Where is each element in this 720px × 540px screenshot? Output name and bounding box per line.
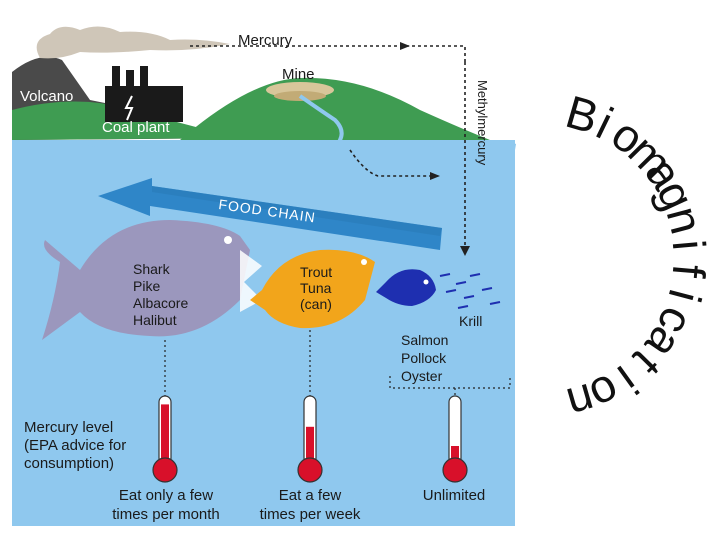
species-halibut: Halibut	[133, 312, 188, 329]
coal-plant-stack-1	[112, 66, 120, 88]
methylmercury-label: Methylmercury	[470, 80, 490, 190]
species-pollock: Pollock	[401, 349, 448, 367]
small-fish-species: Salmon Pollock Oyster	[401, 331, 448, 385]
mercury-label: Mercury	[238, 32, 292, 50]
volcano-label: Volcano	[20, 88, 73, 106]
medium-fish-species: Trout Tuna (can)	[300, 264, 332, 312]
coal-plant-building	[105, 86, 183, 122]
advice-medium-fish: Eat a few times per week	[246, 486, 374, 524]
mercury-level-line-3: consumption)	[24, 455, 126, 473]
thermometer-bulb	[443, 458, 467, 482]
coal-plant-stack-2	[126, 70, 134, 88]
large-fish-eye	[224, 236, 232, 244]
thermometer-bulb	[153, 458, 177, 482]
advice-large-line-2: times per month	[98, 505, 234, 524]
coal-plant-label: Coal plant	[102, 119, 170, 137]
species-can: (can)	[300, 296, 332, 312]
mine-label: Mine	[282, 66, 315, 84]
species-trout: Trout	[300, 264, 332, 280]
small-fish-eye	[424, 280, 429, 285]
species-pike: Pike	[133, 278, 188, 295]
species-shark: Shark	[133, 261, 188, 278]
medium-fish-eye	[361, 259, 367, 265]
species-albacore: Albacore	[133, 295, 188, 312]
species-oyster: Oyster	[401, 367, 448, 385]
advice-large-line-1: Eat only a few	[98, 486, 234, 505]
species-salmon: Salmon	[401, 331, 448, 349]
advice-medium-line-1: Eat a few	[246, 486, 374, 505]
mercury-level-label: Mercury level (EPA advice for consumptio…	[24, 419, 126, 473]
coal-plant-stack-3	[140, 66, 148, 88]
thermometer-mercury-fill	[161, 404, 169, 464]
mercury-level-line-1: Mercury level	[24, 419, 126, 437]
large-fish-species: Shark Pike Albacore Halibut	[133, 261, 188, 329]
krill-label: Krill	[459, 312, 482, 330]
species-tuna: Tuna	[300, 280, 332, 296]
mercury-level-line-2: (EPA advice for	[24, 437, 126, 455]
thermometer-bulb	[298, 458, 322, 482]
advice-small-line-1: Unlimited	[404, 486, 504, 505]
advice-large-fish: Eat only a few times per month	[98, 486, 234, 524]
advice-small-fish: Unlimited	[404, 486, 504, 505]
advice-medium-line-2: times per week	[246, 505, 374, 524]
